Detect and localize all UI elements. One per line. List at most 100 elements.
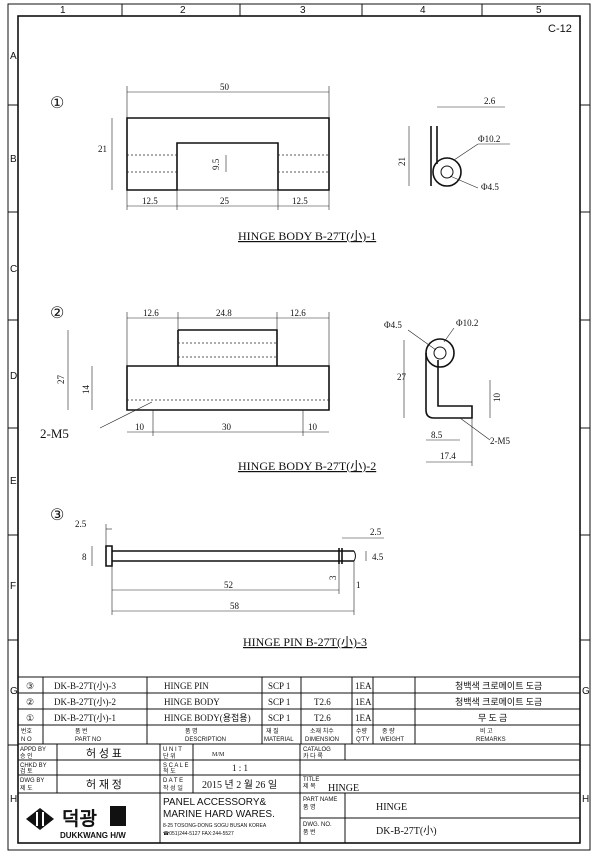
chkd-label-ko: 검 토 xyxy=(20,768,33,775)
view-title: HINGE PIN B-27T(小)-3 xyxy=(243,635,367,649)
company-address: 8-25 TOSONG-DONG SOGU BUSAN KOREA xyxy=(163,823,267,829)
row-markers: A B C D E F G H G H xyxy=(8,51,590,805)
partname-value: HINGE xyxy=(376,802,407,813)
dimension: 21 xyxy=(397,157,407,166)
header-ko: 재 질 xyxy=(266,727,279,735)
catalog-label: CATALOG xyxy=(303,747,331,753)
dimension: 21 xyxy=(98,144,107,154)
row-label: G xyxy=(10,686,18,697)
view-title: HINGE BODY B-27T(小)-2 xyxy=(238,459,376,473)
header-ko: 비 고 xyxy=(480,727,493,735)
bom-part: DK-B-27T(小)-3 xyxy=(54,681,116,691)
row-label: C xyxy=(10,264,17,275)
column-markers: 1 2 3 4 5 xyxy=(60,4,542,16)
dimension: 24.8 xyxy=(216,308,232,318)
row-label: B xyxy=(10,154,17,165)
date-label: D A T E xyxy=(163,778,183,784)
header-en: WEIGHT xyxy=(380,737,404,743)
header-en: N O xyxy=(21,737,32,743)
row-label: G xyxy=(582,686,590,697)
bom-no: ① xyxy=(26,713,34,723)
dimension: 10 xyxy=(135,422,145,432)
scale-label-ko: 척 도 xyxy=(163,767,176,775)
row-label: H xyxy=(10,794,17,805)
dimension: 52 xyxy=(224,580,233,590)
bom-remarks: 무 도 금 xyxy=(478,713,507,723)
header-ko: 중 량 xyxy=(382,728,395,735)
bom-remarks: 청백색 크로메이트 도금 xyxy=(455,681,542,691)
dimension: Φ4.5 xyxy=(481,182,499,192)
bom-qty: 1EA xyxy=(355,697,372,707)
row-label: F xyxy=(10,581,16,592)
header-ko: 소재 치수 xyxy=(310,727,334,735)
header-en: PART NO xyxy=(75,737,101,743)
row-label: E xyxy=(10,476,17,487)
scale-value: 1 : 1 xyxy=(232,763,248,773)
view-title: HINGE BODY B-27T(小)-1 xyxy=(238,229,376,243)
company-tagline: MARINE HARD WARES. xyxy=(163,809,275,820)
dimension: 1 xyxy=(356,580,361,590)
view-2-hinge-body: ② 12.6 24.8 12.6 27 14 2-M5 10 30 10 27 … xyxy=(40,305,510,473)
unit-label: U N I T xyxy=(163,747,182,753)
scale-label: S C A L E xyxy=(163,763,188,769)
title-label: TITLE xyxy=(303,777,319,783)
view-marker: ③ xyxy=(50,507,64,524)
header-en: MATERIAL xyxy=(264,737,294,743)
dimension: 50 xyxy=(220,82,230,92)
dimension: 27 xyxy=(56,375,66,385)
dimension: 27 xyxy=(397,372,407,382)
inner-frame xyxy=(17,15,581,844)
dimension: 17.4 xyxy=(440,451,456,461)
header-ko: 품 명 xyxy=(185,727,198,735)
appd-value: 허 성 표 xyxy=(86,747,122,760)
thread-callout: 2-M5 xyxy=(490,436,510,446)
dimension: 4.5 xyxy=(372,552,384,562)
dwg-label: DWG BY xyxy=(20,778,44,784)
date-label-ko: 작 성 일 xyxy=(163,784,183,792)
column-label: 1 xyxy=(60,5,66,16)
column-label: 5 xyxy=(536,5,542,16)
dimension: Φ4.5 xyxy=(384,320,402,330)
appd-label-ko: 승 인 xyxy=(20,753,33,760)
dimension: 3 xyxy=(328,575,338,580)
dimension: 2.6 xyxy=(484,96,496,106)
unit-label-ko: 단 위 xyxy=(163,752,176,760)
bom-part: DK-B-27T(小)-1 xyxy=(54,713,116,723)
dwg-value: 허 재 정 xyxy=(86,778,122,791)
bom-row: ① DK-B-27T(小)-1 HINGE BODY(용접용) SCP 1 T2… xyxy=(26,712,507,723)
title-label-ko: 제 목 xyxy=(303,782,316,790)
bom-material: SCP 1 xyxy=(268,697,290,707)
date-value: 2015 년 2 월 26 일 xyxy=(202,779,277,791)
column-label: 3 xyxy=(300,5,306,16)
dimension: 10 xyxy=(492,393,502,403)
header-ko: 품 번 xyxy=(75,727,88,735)
bom-qty: 1EA xyxy=(355,713,372,723)
view-marker: ② xyxy=(50,305,64,322)
thread-callout: 2-M5 xyxy=(40,426,69,441)
chkd-label: CHKD BY xyxy=(20,763,47,769)
dimension: 12.6 xyxy=(143,308,159,318)
bom-remarks: 청백색 크로메이트 도금 xyxy=(455,697,542,707)
bom-row: ③ DK-B-27T(小)-3 HINGE PIN SCP 1 1EA 청백색 … xyxy=(26,681,542,691)
dimension: 8 xyxy=(82,552,87,562)
company-phone: ☎051)244-5127 FAX:244-5527 xyxy=(163,831,234,837)
header-ko: 번호 xyxy=(21,727,33,735)
sheet-code: C-12 xyxy=(548,23,572,35)
bom-no: ② xyxy=(26,697,34,707)
partname-label: PART NAME xyxy=(303,797,337,803)
view-marker: ① xyxy=(50,95,64,112)
bom-desc: HINGE BODY(용접용) xyxy=(164,712,251,723)
outer-frame xyxy=(7,3,591,851)
dimension: 2.5 xyxy=(370,527,382,537)
dwgno-label: DWG. NO. xyxy=(303,822,332,828)
dimension: 30 xyxy=(222,422,232,432)
dimension: 8.5 xyxy=(431,430,443,440)
company-name-en: DUKKWANG H/W xyxy=(60,831,126,840)
bom-row: ② DK-B-27T(小)-2 HINGE BODY SCP 1 T2.6 1E… xyxy=(26,697,542,707)
company-logo: 덕광 DUKKWANG H/W xyxy=(26,806,126,840)
bom-material: SCP 1 xyxy=(268,681,290,691)
bom-desc: HINGE PIN xyxy=(164,681,209,691)
